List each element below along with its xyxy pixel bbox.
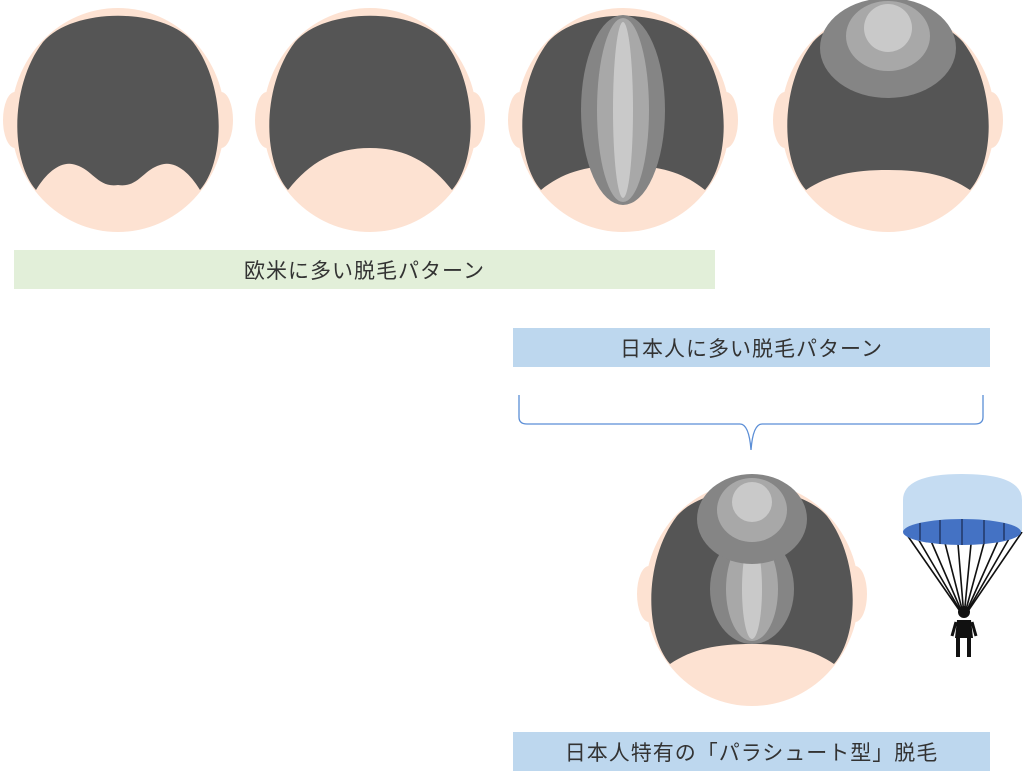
parachute-icon: [903, 474, 1023, 657]
head-back-view: [773, 0, 1003, 232]
head-back-view: [637, 474, 867, 706]
parachute-band-bg: [513, 732, 990, 771]
parachute-type-label: 日本人特有の「パラシュート型」脱毛: [564, 740, 939, 765]
head-back-view: [508, 8, 738, 232]
head-back-view: [3, 8, 233, 232]
japanese-band-bg: [513, 328, 990, 367]
western-band-bg: [14, 250, 715, 289]
western-pattern-label: 欧米に多い脱毛パターン: [244, 258, 485, 283]
head-back-view: [255, 8, 485, 232]
brace-icon: [518, 395, 984, 451]
japanese-pattern-label: 日本人に多い脱毛パターン: [620, 336, 883, 361]
